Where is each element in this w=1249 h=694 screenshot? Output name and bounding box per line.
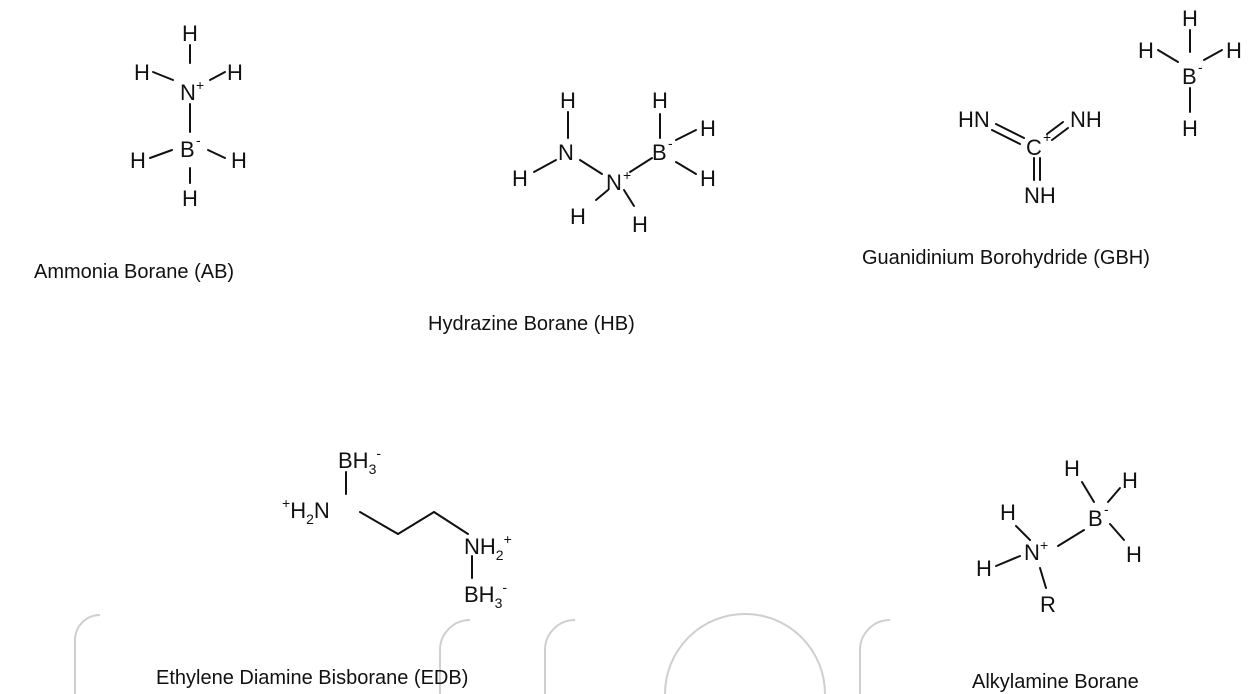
caption-alkylamine-borane: Alkylamine Borane [972, 671, 1139, 693]
atom-h: H [700, 116, 716, 141]
atom-h: H [182, 186, 198, 211]
atom-h: H [1122, 468, 1138, 493]
caption-ammonia-borane: Ammonia Borane (AB) [34, 261, 234, 283]
atom-h: H [182, 21, 198, 46]
atom-h: H [1182, 6, 1198, 31]
bonds [991, 29, 1223, 181]
atom-b: B [1182, 64, 1197, 89]
charge-plus: + [623, 167, 631, 183]
bonds [533, 111, 697, 207]
atom-h: H [1126, 542, 1142, 567]
atom-h: H [1138, 38, 1154, 63]
atom-n: N [180, 80, 196, 105]
atom-h: H [700, 166, 716, 191]
atom-h: H [227, 60, 243, 85]
atom-h: H [134, 60, 150, 85]
watermark [74, 613, 891, 694]
atom-h: H [560, 88, 576, 113]
atom-n: N [606, 170, 622, 195]
atom-h: H [1064, 456, 1080, 481]
charge-plus: + [282, 495, 290, 511]
atom-nh2: NH2+ [464, 531, 512, 563]
atom-b: B [1088, 506, 1103, 531]
charge-minus: - [196, 132, 201, 148]
atom-bh: BH3- [338, 445, 381, 477]
atom-h: H [570, 204, 586, 229]
bonds [345, 471, 473, 579]
atom-h: H [652, 88, 668, 113]
atom-h: H [1182, 116, 1198, 141]
atom-nh: NH [1070, 107, 1102, 132]
atom-nh: NH [1024, 183, 1056, 208]
charge-minus: - [668, 135, 673, 151]
molecule-guanidinium-borohydride: HN C + NH NH H H H B - H Guanidinium Bor… [862, 6, 1242, 269]
subscript-3: 3 [369, 461, 377, 477]
charge-plus: + [504, 531, 512, 547]
atom-c: C [1026, 135, 1042, 160]
atom-h: H [632, 212, 648, 237]
caption-hydrazine-borane: Hydrazine Borane (HB) [428, 313, 635, 335]
caption-guanidinium-borohydride: Guanidinium Borohydride (GBH) [862, 247, 1150, 269]
charge-plus: + [1043, 129, 1051, 145]
atom-n: N [1024, 540, 1040, 565]
molecule-alkylamine-borane: H H H B - N + H H R Alkylamine Borane [972, 456, 1142, 693]
subscript-2: 2 [306, 511, 314, 527]
atom-n: N [558, 140, 574, 165]
atom-b: B [180, 137, 195, 162]
atom-r: R [1040, 592, 1056, 617]
atom-h: H [976, 556, 992, 581]
atom-h: H [1000, 500, 1016, 525]
atom-h: H [231, 148, 247, 173]
bonds [149, 44, 226, 184]
caption-ethylene-diamine-bisborane: Ethylene Diamine Bisborane (EDB) [156, 667, 468, 689]
atom-h: H [512, 166, 528, 191]
charge-minus: - [1104, 501, 1109, 517]
bonds [995, 481, 1125, 589]
atom-hn: HN [958, 107, 990, 132]
charge-plus: + [196, 77, 204, 93]
atom-h: H [1226, 38, 1242, 63]
charge-minus: - [502, 579, 507, 595]
atom-h: H [130, 148, 146, 173]
subscript-3: 3 [495, 595, 503, 611]
molecule-ammonia-borane: H H H N + B - H H H Ammonia Borane (AB) [34, 21, 247, 283]
atom-bh: BH3- [464, 579, 507, 611]
molecule-ethylene-diamine-bisborane: BH3- +H2N NH2+ BH3- Ethylene Diamine Bis… [156, 445, 512, 689]
charge-plus: + [1040, 537, 1048, 553]
atom-h2n: +H2N [282, 495, 330, 527]
subscript-2: 2 [496, 547, 504, 563]
molecule-hydrazine-borane: H N H N + H B - H H H H Hydrazine Borane… [428, 88, 716, 335]
charge-minus: - [1198, 59, 1203, 75]
atom-b: B [652, 140, 667, 165]
charge-minus: - [376, 445, 381, 461]
